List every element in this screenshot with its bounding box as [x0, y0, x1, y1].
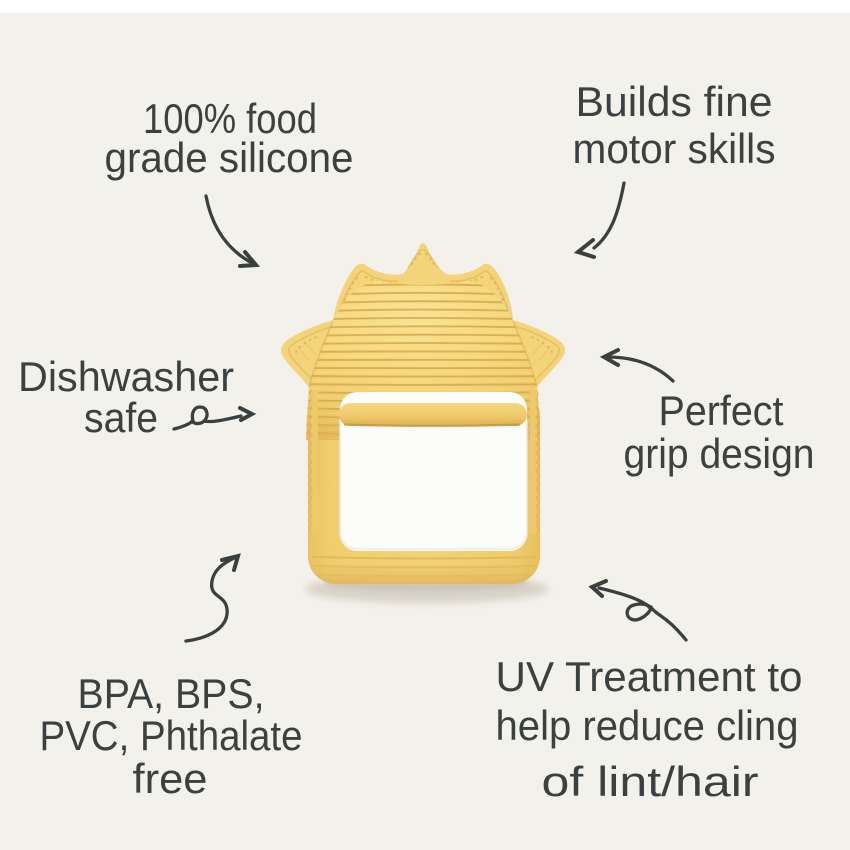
svg-text:safe: safe	[84, 394, 158, 441]
svg-text:grip design: grip design	[624, 430, 815, 477]
svg-text:grade silicone: grade silicone	[105, 134, 354, 181]
svg-text:Builds fine: Builds fine	[576, 78, 773, 125]
svg-text:motor skills: motor skills	[573, 125, 776, 172]
svg-text:Dishwasher: Dishwasher	[18, 353, 234, 400]
svg-text:PVC, Phthalate: PVC, Phthalate	[40, 712, 303, 759]
svg-text:100% food: 100% food	[143, 95, 317, 142]
svg-text:free: free	[133, 755, 208, 802]
svg-text:Perfect: Perfect	[659, 387, 784, 434]
svg-text:BPA, BPS,: BPA, BPS,	[78, 670, 265, 717]
svg-text:of lint/hair: of lint/hair	[542, 758, 759, 805]
svg-text:UV Treatment to: UV Treatment to	[496, 653, 803, 700]
svg-text:help reduce cling: help reduce cling	[496, 702, 799, 749]
